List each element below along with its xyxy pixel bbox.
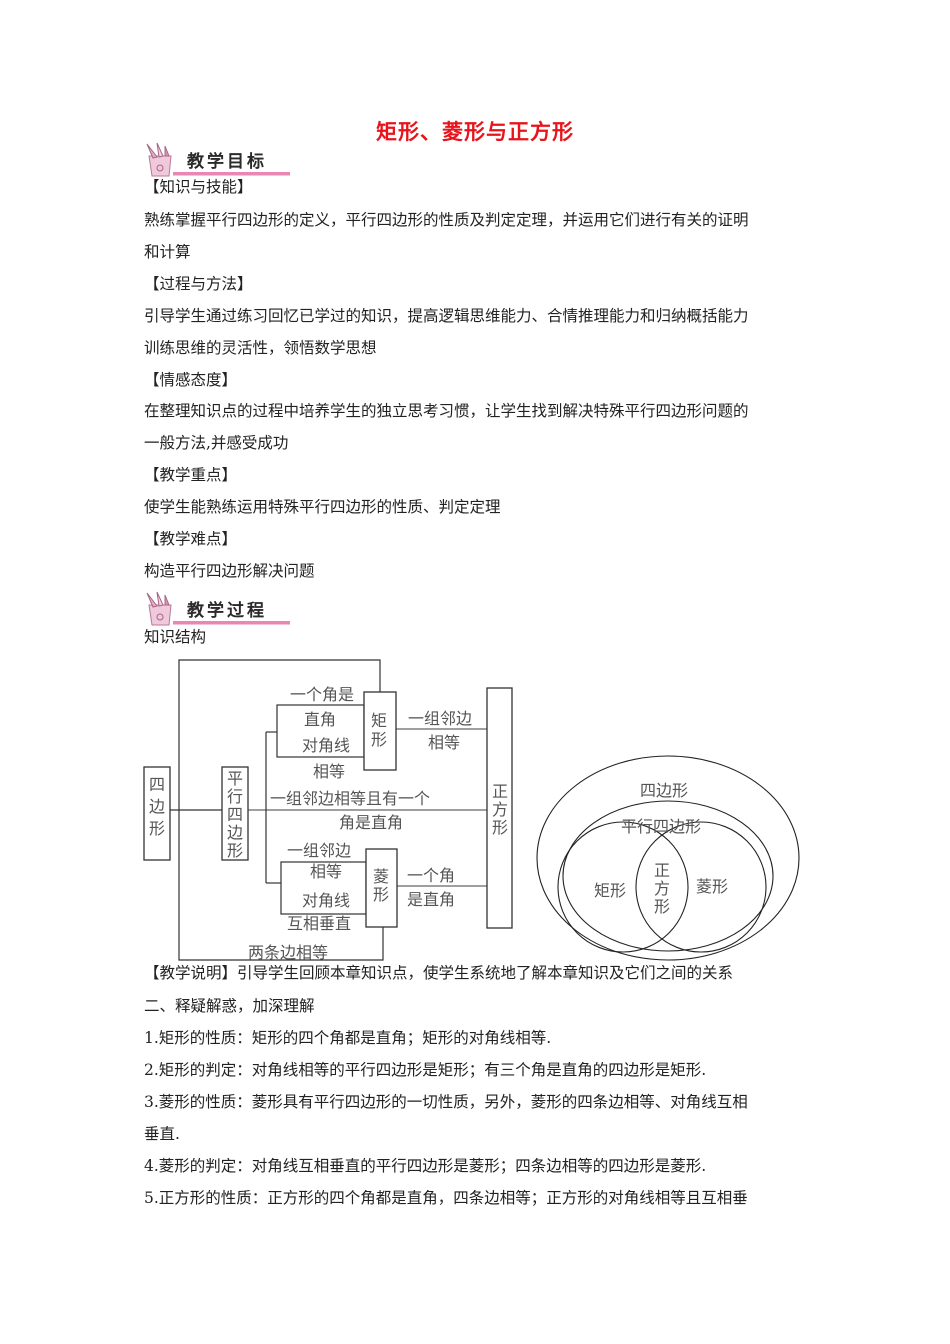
process-text-2: 训练思维的灵活性，领悟数学思想 [144, 339, 377, 357]
emotion-text-1: 在整理知识点的过程中培养学生的独立思考习惯，让学生找到解决特殊平行四边形问题的 [144, 402, 749, 420]
rect-cond-2b: 相等 [313, 762, 345, 781]
parallelogram-label: 平 行 四 边 形 [227, 769, 243, 860]
knowledge-heading: 【知识与技能】 [144, 178, 253, 196]
venn-diagram [536, 755, 800, 961]
outer-loop-top-line [178, 659, 381, 810]
svg-text:形: 形 [371, 730, 387, 749]
page-title: 矩形、菱形与正方形 [376, 120, 574, 144]
rhombus-cond-2a: 对角线 [302, 891, 350, 910]
parallelogram-box [221, 766, 249, 861]
svg-text:形: 形 [149, 819, 165, 838]
knowledge-structure-label: 知识结构 [144, 628, 207, 646]
rhombus-to-square-b: 是直角 [407, 890, 455, 909]
knowledge-text-1: 熟练掌握平行四边形的定义，平行四边形的性质及判定定理，并运用它们进行有关的证明 [144, 211, 749, 229]
quadrilateral-label: 四 边 形 [149, 775, 165, 838]
list-item: 4.菱形的判定：对角线互相垂直的平行四边形是菱形；四条边相等的四边形是菱形. [144, 1157, 707, 1175]
teaching-goals-badge: 教学目标 [143, 142, 290, 178]
section-2-title: 二、释疑解惑，加深理解 [144, 997, 315, 1015]
rhombus-cond-1a: 一组邻边 [287, 841, 351, 860]
rectangle-box [363, 691, 397, 771]
para-to-square-b: 角是直角 [339, 813, 403, 832]
svg-text:方: 方 [492, 800, 508, 819]
process-heading: 【过程与方法】 [144, 275, 253, 293]
svg-text:四: 四 [227, 805, 243, 824]
svg-text:形: 形 [227, 841, 243, 860]
svg-text:边: 边 [149, 797, 165, 816]
venn-middle-label: 平行四边形 [621, 817, 701, 836]
venn-outer-label: 四边形 [640, 781, 688, 800]
rect-to-square-a: 一组邻边 [408, 709, 472, 728]
svg-text:形: 形 [492, 818, 508, 837]
pencil-cup-icon [146, 142, 172, 177]
process-text-1: 引导学生通过练习回忆已学过的知识，提高逻辑思维能力、合情推理能力和归纳概括能力 [144, 307, 749, 325]
svg-text:行: 行 [227, 787, 243, 806]
outer-loop-label: 两条边相等 [248, 943, 328, 962]
rhombus-box [365, 848, 398, 928]
badge-label: 教学过程 [187, 601, 267, 621]
rectangle-label: 矩 形 [371, 711, 387, 749]
quadrilateral-box [143, 766, 171, 861]
svg-text:形: 形 [373, 885, 389, 904]
venn-center-1: 正 [654, 861, 670, 880]
square-box [486, 687, 513, 929]
para-to-square-a: 一组邻边相等且有一个 [270, 789, 430, 808]
venn-right-label: 菱形 [696, 877, 728, 896]
rhombus-to-square-a: 一个角 [407, 866, 455, 885]
rect-cond-1b: 直角 [304, 710, 336, 729]
key-point-text: 使学生能熟练运用特殊平行四边形的性质、判定定理 [144, 498, 501, 516]
badge-underline-light [173, 624, 290, 625]
venn-parallelogram [562, 800, 774, 952]
badge-underline-light [173, 175, 290, 176]
svg-text:四: 四 [149, 775, 165, 794]
key-point-heading: 【教学重点】 [144, 466, 238, 484]
venn-left-label: 矩形 [594, 881, 626, 900]
list-item: 1.矩形的性质：矩形的四个角都是直角；矩形的对角线相等. [144, 1029, 552, 1047]
svg-text:边: 边 [227, 823, 243, 842]
badge-underline [173, 621, 290, 624]
venn-rectangle [557, 821, 689, 953]
outer-loop-bottom-line [178, 810, 384, 961]
pencil-cup-icon [146, 591, 172, 626]
svg-text:菱: 菱 [373, 867, 389, 886]
emotion-heading: 【情感态度】 [144, 371, 238, 389]
rhombus-cond-2b: 互相垂直 [287, 914, 351, 933]
teaching-note: 【教学说明】引导学生回顾本章知识点，使学生系统地了解本章知识及它们之间的关系 [144, 964, 734, 982]
difficulty-text: 构造平行四边形解决问题 [144, 562, 315, 580]
rect-to-square-b: 相等 [428, 733, 460, 752]
teaching-process-badge: 教学过程 [143, 591, 290, 627]
venn-outer-quadrilateral [536, 755, 800, 961]
svg-text:矩: 矩 [371, 711, 387, 730]
list-item: 5.正方形的性质：正方形的四个角都是直角，四条边相等；正方形的对角线相等且互相垂 [144, 1189, 748, 1207]
list-item: 2.矩形的判定：对角线相等的平行四边形是矩形；有三个角是直角的四边形是矩形. [144, 1061, 707, 1079]
list-item: 3.菱形的性质：菱形具有平行四边形的一切性质，另外，菱形的四条边相等、对角线互相 [144, 1093, 748, 1111]
rhombus-cond-1b: 相等 [310, 862, 342, 881]
venn-center-2: 方 [654, 879, 670, 898]
venn-rhombus [635, 821, 767, 953]
list-item: 垂直. [144, 1125, 180, 1143]
venn-center-3: 形 [654, 897, 670, 916]
difficulty-heading: 【教学难点】 [144, 530, 238, 548]
svg-text:正: 正 [492, 782, 508, 801]
square-label: 正 方 形 [492, 782, 508, 837]
svg-text:平: 平 [227, 769, 243, 788]
knowledge-text-2: 和计算 [144, 243, 191, 261]
emotion-text-2: 一般方法,并感受成功 [144, 434, 289, 452]
rect-cond-2a: 对角线 [302, 736, 350, 755]
rect-cond-1a: 一个角是 [290, 685, 354, 704]
badge-underline [173, 172, 290, 175]
rhombus-label: 菱 形 [373, 867, 389, 904]
badge-label: 教学目标 [187, 152, 267, 172]
